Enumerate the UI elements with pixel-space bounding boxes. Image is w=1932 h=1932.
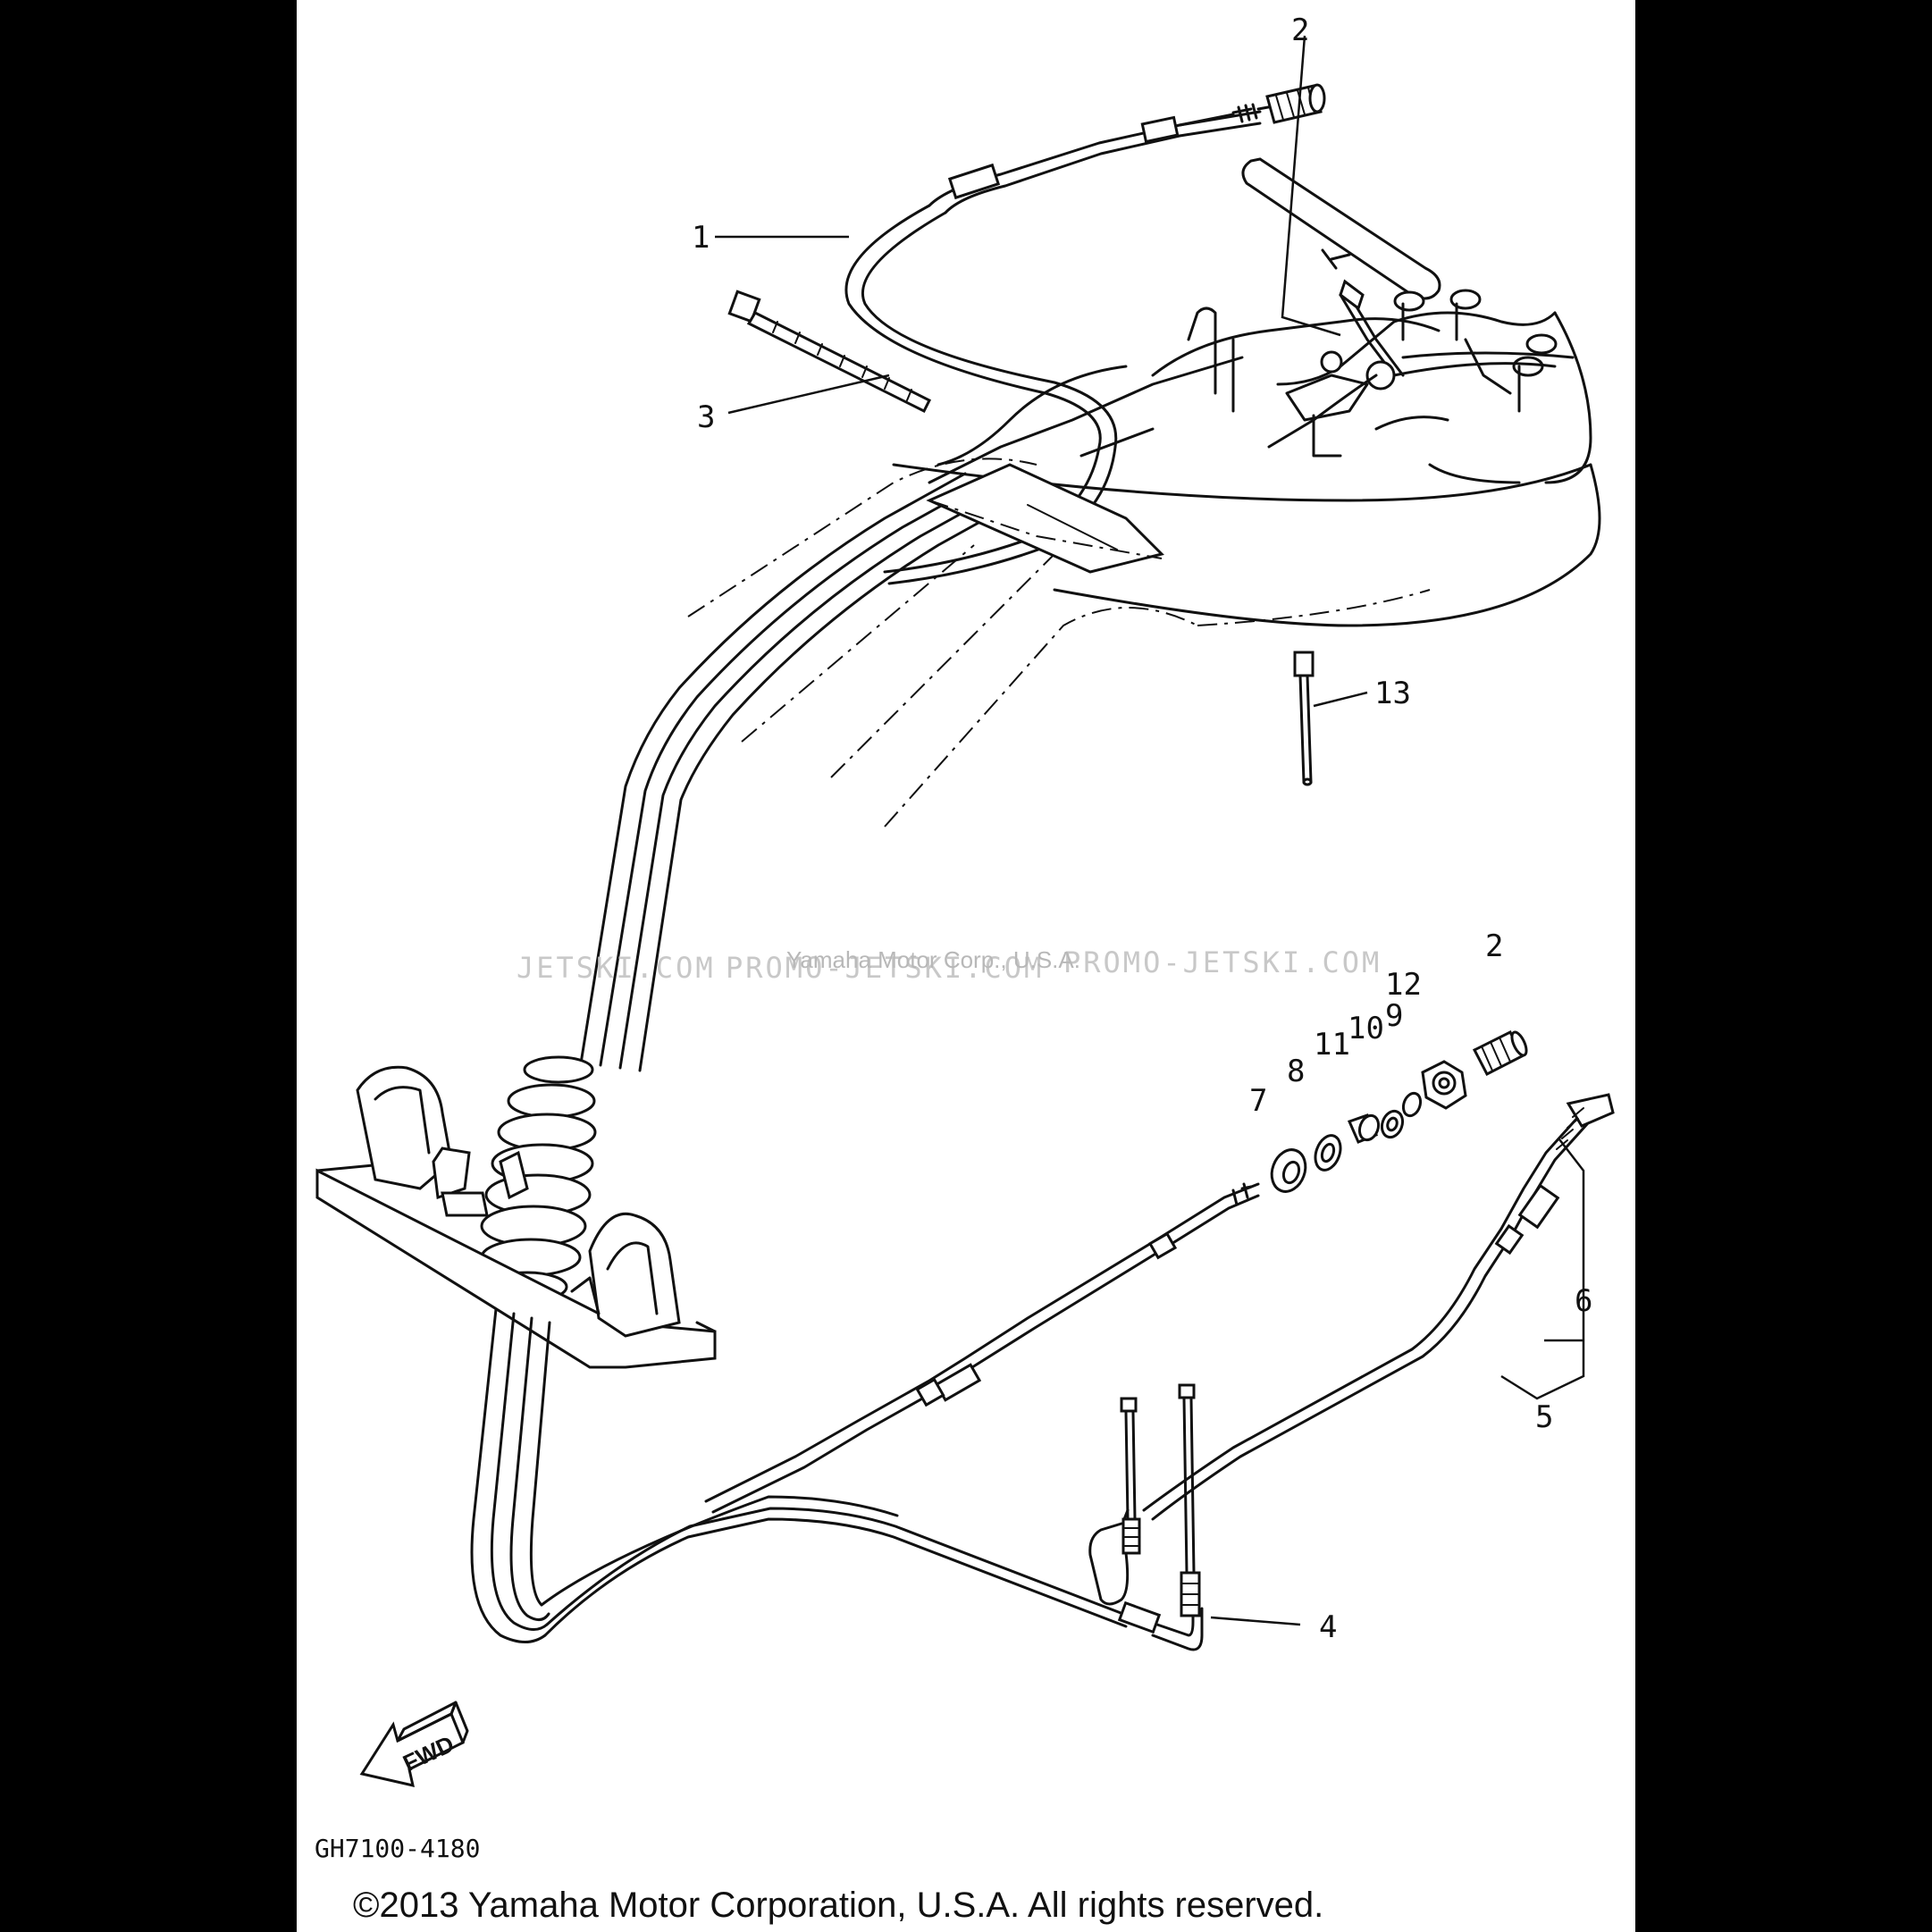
forward-direction-badge: FWD <box>359 1701 469 1787</box>
shift-cable <box>1122 1093 1615 1521</box>
callout-1: 1 <box>692 220 710 256</box>
cable-band <box>727 290 932 414</box>
callout-12: 12 <box>1385 967 1422 1003</box>
watermark-right: PROMO-JETSKI.COM <box>1063 945 1382 979</box>
watermark-left: JETSKI.COM <box>517 951 716 985</box>
callout-5: 5 <box>1535 1399 1553 1435</box>
cable-bundle <box>579 463 1164 1072</box>
watermark-middle: PROMO-JETSKI.COM <box>726 951 1044 985</box>
shift-stop-cables <box>1088 1383 1201 1617</box>
callout-13: 13 <box>1374 676 1411 711</box>
callout-6: 6 <box>1575 1283 1592 1319</box>
callout-labels: 1 2 3 13 2 12 9 10 11 8 7 6 5 4 <box>692 13 1592 1645</box>
callout-2-lower: 2 <box>1485 928 1503 964</box>
callout-10: 10 <box>1348 1011 1384 1046</box>
callout-4: 4 <box>1319 1609 1337 1645</box>
leader-lines <box>715 35 1585 1626</box>
handlebar-pole-assembly <box>928 157 1592 484</box>
cable-adjuster-nut-upper <box>1265 83 1326 124</box>
callout-3: 3 <box>697 399 715 435</box>
watermark-overlay: Yamaha Motor Corp., U.S.A. <box>786 946 1080 973</box>
copyright-notice: ©2013 Yamaha Motor Corporation, U.S.A. A… <box>353 1886 1323 1925</box>
watermark: JETSKI.COM PROMO-JETSKI.COM PROMO-JETSKI… <box>517 945 1382 985</box>
lower-cable-routing <box>470 1307 1204 1651</box>
steering-cable-lower <box>704 1182 1260 1514</box>
callout-9: 9 <box>1385 998 1403 1034</box>
drawing-code: GH7100-4180 <box>315 1834 480 1863</box>
callout-2-upper: 2 <box>1291 13 1309 48</box>
callout-11: 11 <box>1314 1027 1350 1063</box>
hull-deck-outline <box>687 458 1601 827</box>
callout-8: 8 <box>1287 1054 1305 1089</box>
pump-mount-plate <box>315 1065 717 1369</box>
callout-7: 7 <box>1249 1083 1267 1119</box>
hardware-washers-nuts <box>1270 1029 1528 1193</box>
cable-band-small <box>1293 651 1315 786</box>
